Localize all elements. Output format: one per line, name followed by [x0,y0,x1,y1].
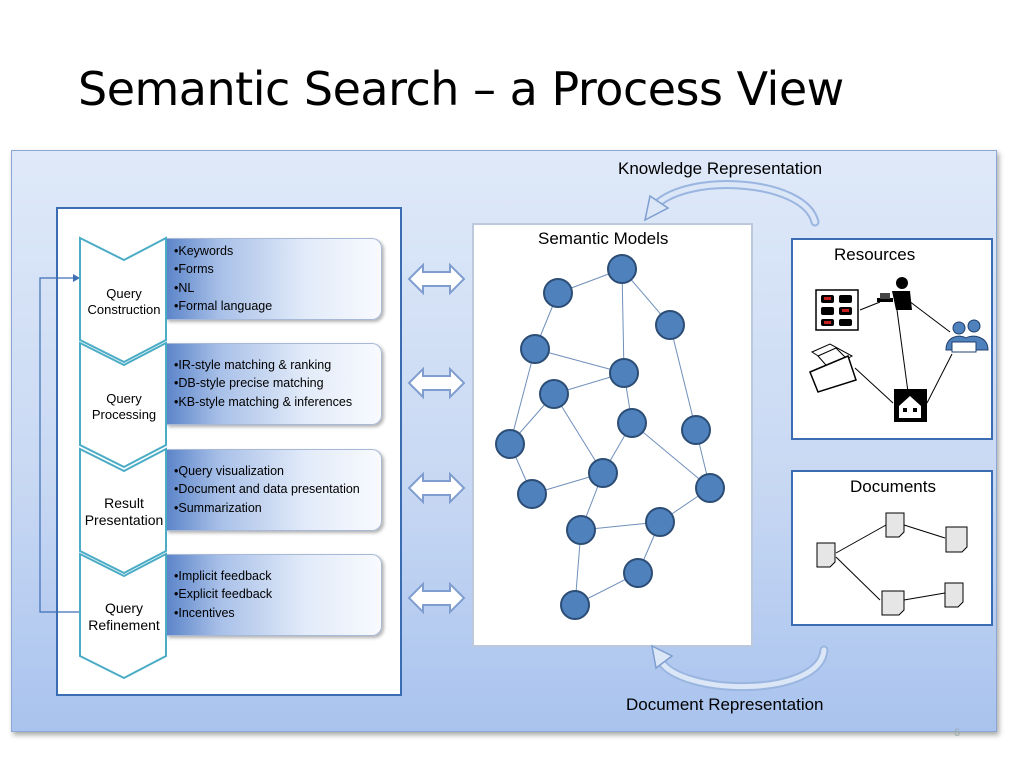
graph-node [645,507,675,537]
people-meeting-icon [945,319,989,353]
document-representation-arrow [650,644,829,691]
process-chevrons [79,236,167,680]
graph-node [539,379,569,409]
chevron-query-construction [79,236,167,364]
person-at-computer-icon [877,277,912,310]
stage-bullets-result-presentation: •Query visualization •Document and data … [174,462,360,517]
document-icon [885,512,905,538]
stage-label-query-refinement: Query Refinement [88,600,160,633]
exchange-arrow-1 [407,262,466,296]
graph-node [609,358,639,388]
chevron-query-refinement [79,552,167,680]
stage-label-query-construction: Query Construction [87,286,161,317]
stage-detail-panel-result-presentation [166,449,382,531]
bullet-item: •Query visualization [174,464,284,478]
document-icon [816,542,836,568]
semantic-models-label: Semantic Models [538,229,669,248]
stage-detail-panel-query-construction [166,238,382,320]
graph-node [566,515,596,545]
graph-node [517,479,547,509]
stage-bullets-query-processing: •IR-style matching & ranking •DB-style p… [174,356,352,411]
graph-node [655,310,685,340]
bullet-item: •Incentives [174,605,235,620]
exchange-arrow-3 [407,471,466,505]
bullet-item: •Explicit feedback [174,587,273,602]
resources-graph [809,277,989,422]
document-representation-label: Document Representation [626,695,824,714]
stage-bullets-query-construction: •Keywords •Forms •NL •Formal language [174,242,272,315]
document-icon [881,590,905,616]
bullet-item: •Formal language [174,298,273,313]
bullet-item: •Implicit feedback [174,569,272,583]
knowledge-representation-label: Knowledge Representation [618,159,823,178]
graph-node [695,473,725,503]
graph-node [560,590,590,620]
exchange-arrows [407,262,466,615]
graph-node [495,429,525,459]
bullet-item: •Document and data presentation [174,482,360,497]
documents-graph [816,512,968,616]
graph-node [520,334,550,364]
bullet-item: •Summarization [174,500,262,515]
folder-documents-icon [809,343,857,393]
cars-icon [815,289,859,331]
refinement-feedback-loop [39,274,80,613]
page-number: 6 [954,727,961,739]
document-icon [944,582,964,608]
house-icon [894,389,927,422]
semantic-network-graph [495,254,725,620]
graph-node [623,558,653,588]
stage-detail-panel-query-processing [166,343,382,425]
bullet-item: •NL [174,280,195,295]
bullet-item: •Keywords [174,244,234,258]
chevron-result-presentation [79,447,167,575]
document-icon [945,526,968,553]
chevron-query-processing [79,341,167,469]
bullet-item: •DB-style precise matching [174,376,324,391]
bullet-item: •KB-style matching & inferences [174,394,353,409]
graph-node [681,415,711,445]
resources-label: Resources [834,245,916,264]
slide-title: Semantic Search – a Process View [78,62,844,116]
stage-label-query-processing: Query Processing [91,391,157,422]
bullet-item: •Forms [174,262,214,277]
knowledge-representation-arrow [643,180,820,227]
stage-bullets-query-refinement: •Implicit feedback •Explicit feedback •I… [174,567,272,622]
exchange-arrow-4 [407,581,466,615]
graph-node [617,408,647,438]
exchange-arrow-2 [407,366,466,400]
graph-nodes [495,254,725,620]
documents-label: Documents [850,477,936,496]
graph-node [607,254,637,284]
stage-detail-panel-query-refinement [166,554,382,636]
graph-node [588,458,618,488]
stage-label-result-presentation: Result Presentation [84,495,164,528]
graph-node [543,278,573,308]
bullet-item: •IR-style matching & ranking [174,358,332,372]
